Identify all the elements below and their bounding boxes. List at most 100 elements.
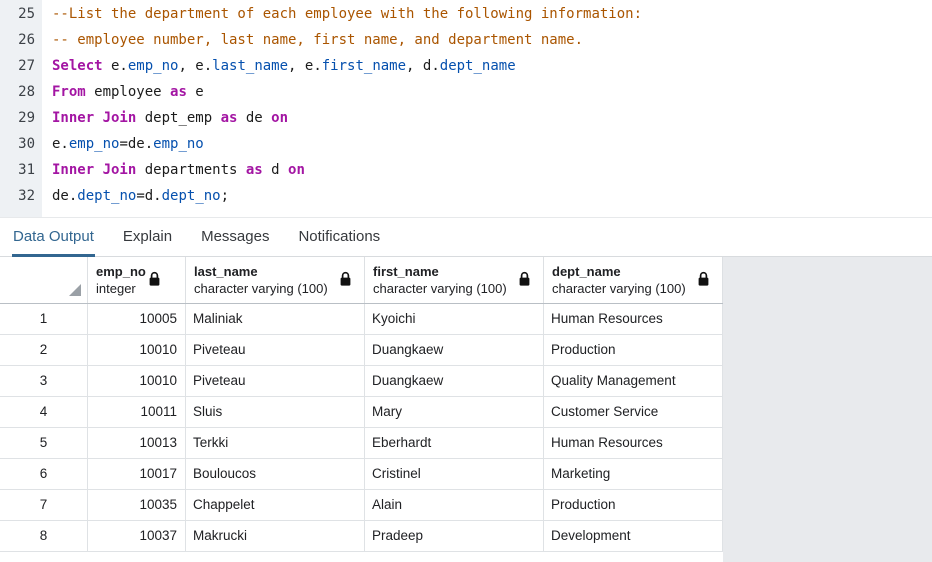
cell-emp_no[interactable]: 10005: [88, 304, 186, 335]
sql-token-keyword: on: [288, 162, 305, 178]
row-number-cell[interactable]: 1: [0, 304, 88, 335]
column-type: character varying (100): [194, 281, 328, 296]
cell-emp_no[interactable]: 10013: [88, 428, 186, 459]
line-number: 27: [18, 58, 35, 74]
cell-emp_no[interactable]: 10010: [88, 366, 186, 397]
cell-last_name[interactable]: Makrucki: [186, 521, 365, 552]
sql-token-ident: last_name: [212, 58, 289, 74]
column-header-dept_name[interactable]: dept_name character varying (100): [544, 257, 723, 303]
cell-emp_no[interactable]: 10011: [88, 397, 186, 428]
cell-last_name[interactable]: Piveteau: [186, 366, 365, 397]
row-number-cell[interactable]: 2: [0, 335, 88, 366]
cell-dept_name[interactable]: Customer Service: [544, 397, 723, 428]
cell-dept_name[interactable]: Development: [544, 521, 723, 552]
column-name: emp_no: [96, 264, 146, 279]
sql-token-plain: e.: [102, 58, 128, 74]
sql-token-plain: departments: [136, 162, 246, 178]
cell-dept_name[interactable]: Production: [544, 335, 723, 366]
sql-line[interactable]: -- employee number, last name, first nam…: [52, 27, 932, 53]
cell-emp_no[interactable]: 10037: [88, 521, 186, 552]
cell-emp_no[interactable]: 10017: [88, 459, 186, 490]
sql-token-plain: , e.: [178, 58, 213, 74]
sql-line[interactable]: de.dept_no=d.dept_no;: [52, 183, 932, 209]
tab-data-output[interactable]: Data Output: [12, 218, 95, 257]
sql-code-area[interactable]: --List the department of each employee w…: [42, 0, 932, 217]
line-number: 32: [18, 188, 35, 204]
lock-icon: [518, 271, 531, 292]
cell-first_name[interactable]: Mary: [365, 397, 544, 428]
column-name: dept_name: [552, 264, 621, 279]
cell-first_name[interactable]: Duangkaew: [365, 366, 544, 397]
sql-line[interactable]: Inner Join dept_emp as de on: [52, 105, 932, 131]
sql-token-plain: , d.: [406, 58, 440, 74]
sql-line[interactable]: Inner Join departments as d on: [52, 157, 932, 183]
tab-explain[interactable]: Explain: [122, 227, 173, 245]
line-number: 26: [18, 32, 35, 48]
cell-emp_no[interactable]: 10010: [88, 335, 186, 366]
row-number-cell[interactable]: 6: [0, 459, 88, 490]
row-number-cell[interactable]: 8: [0, 521, 88, 552]
column-type: integer: [96, 281, 136, 296]
sql-line[interactable]: --List the department of each employee w…: [52, 1, 932, 27]
sql-token-keyword: as: [170, 84, 187, 100]
row-number-cell[interactable]: 5: [0, 428, 88, 459]
sql-token-keyword: as: [245, 162, 263, 178]
select-all-corner[interactable]: [0, 257, 88, 303]
column-name: first_name: [373, 264, 439, 279]
sql-token-keyword: Inner Join: [52, 110, 137, 126]
sql-token-ident: emp_no: [153, 136, 204, 152]
column-type: character varying (100): [552, 281, 686, 296]
result-tab-bar: Data Output Explain Messages Notifications: [0, 218, 932, 257]
lock-icon: [149, 271, 160, 286]
lock-icon: [148, 271, 161, 292]
line-number: 30: [18, 136, 35, 152]
cell-first_name[interactable]: Alain: [365, 490, 544, 521]
sql-token-ident: dept_no: [77, 188, 137, 204]
sql-token-plain: dept_emp: [136, 110, 221, 126]
lock-icon: [697, 271, 710, 292]
cell-dept_name[interactable]: Human Resources: [544, 304, 723, 335]
cell-last_name[interactable]: Bouloucos: [186, 459, 365, 490]
sql-token-ident: first_name: [321, 58, 407, 74]
sql-token-keyword: on: [271, 110, 289, 126]
cell-emp_no[interactable]: 10035: [88, 490, 186, 521]
sql-token-plain: employee: [85, 84, 171, 100]
sql-line[interactable]: From employee as e: [52, 79, 932, 105]
cell-last_name[interactable]: Terkki: [186, 428, 365, 459]
cell-last_name[interactable]: Chappelet: [186, 490, 365, 521]
tab-messages[interactable]: Messages: [201, 227, 270, 245]
cell-first_name[interactable]: Kyoichi: [365, 304, 544, 335]
cell-first_name[interactable]: Duangkaew: [365, 335, 544, 366]
cell-last_name[interactable]: Maliniak: [186, 304, 365, 335]
cell-first_name[interactable]: Eberhardt: [365, 428, 544, 459]
sql-line[interactable]: Select e.emp_no, e.last_name, e.first_na…: [52, 53, 932, 79]
row-number-cell[interactable]: 4: [0, 397, 88, 428]
cell-dept_name[interactable]: Quality Management: [544, 366, 723, 397]
cell-dept_name[interactable]: Marketing: [544, 459, 723, 490]
cell-first_name[interactable]: Pradeep: [365, 521, 544, 552]
cell-last_name[interactable]: Sluis: [186, 397, 365, 428]
cell-last_name[interactable]: Piveteau: [186, 335, 365, 366]
cell-dept_name[interactable]: Human Resources: [544, 428, 723, 459]
sql-line[interactable]: e.emp_no=de.emp_no: [52, 131, 932, 157]
row-number-cell[interactable]: 3: [0, 366, 88, 397]
sql-token-keyword: Select: [52, 58, 103, 74]
tab-notifications[interactable]: Notifications: [298, 227, 381, 245]
cell-dept_name[interactable]: Production: [544, 490, 723, 521]
cell-first_name[interactable]: Cristinel: [365, 459, 544, 490]
sql-token-keyword: From: [52, 84, 86, 100]
row-number-cell[interactable]: 7: [0, 490, 88, 521]
